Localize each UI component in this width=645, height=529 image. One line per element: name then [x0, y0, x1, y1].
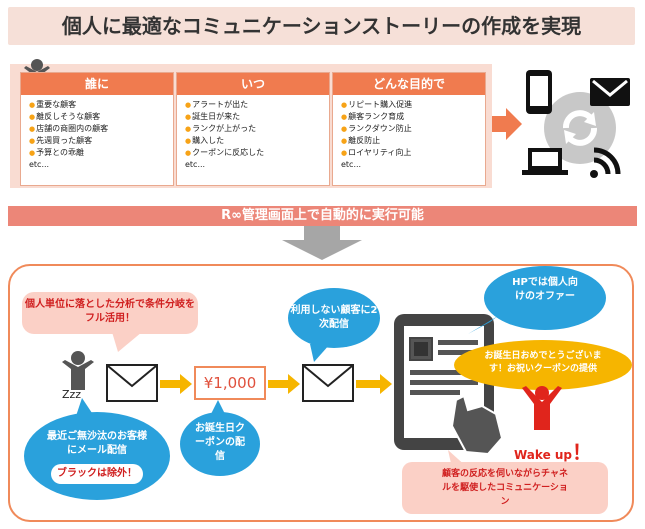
wakeup-exclaim: ！	[572, 440, 593, 464]
arrow-down-icon	[282, 226, 362, 260]
smartphone-icon	[526, 70, 552, 114]
list-item: クーポンに反応した	[185, 147, 329, 159]
etc-label: etc...	[29, 160, 50, 169]
column-when: いつ アラートが出た 誕生日が来た ランクが上がった 購入した クーポンに反応し…	[176, 72, 330, 186]
column-who: 誰に 重要な顧客 離反しそうな顧客 店舗の商圏内の顧客 先週買った顧客 予算との…	[20, 72, 174, 186]
arrow-right-icon	[268, 374, 300, 394]
email-text: 最近ご無沙汰のお客様にメール配信	[47, 431, 147, 456]
column-purpose-head: どんな目的で	[333, 73, 485, 95]
hp-bubble: HPでは個人向けのオファー	[484, 266, 606, 330]
waking-person-icon	[522, 386, 562, 430]
list-item: 離反しそうな顧客	[29, 111, 173, 123]
birthday-text: お誕生日おめでとうございます！お祝いクーポンの提供	[484, 351, 602, 374]
email-tail	[76, 398, 94, 416]
envelope-icon	[590, 78, 630, 106]
coupon-tail	[210, 400, 226, 416]
list-item: 顧客ランク育成	[341, 111, 485, 123]
zzz-label: Zzz	[62, 388, 82, 401]
analysis-tail	[112, 332, 142, 352]
list-item: 先週買った顧客	[29, 135, 173, 147]
column-who-head: 誰に	[21, 73, 173, 95]
envelope-icon	[106, 364, 158, 402]
wakeup-label: Wake up！	[514, 436, 592, 465]
banner: R∞管理画面上で自動的に実行可能	[8, 206, 637, 226]
channel-bubble: 顧客の反応を伺いながらチャネルを駆使したコミュニケーション	[402, 462, 608, 514]
list-item: ランクダウン防止	[341, 123, 485, 135]
coupon-text: お誕生日クーポンの配信	[195, 423, 245, 462]
list-item: 離反防止	[341, 135, 485, 147]
wifi-icon	[590, 147, 621, 178]
sync-circle	[544, 92, 616, 164]
list-item: 店舗の商圏内の顧客	[29, 123, 173, 135]
targeting-panel: 誰に 重要な顧客 離反しそうな顧客 店舗の商圏内の顧客 先週買った顧客 予算との…	[10, 59, 492, 188]
channel-text: 顧客の反応を伺いながらチャネルを駆使したコミュニケーション	[442, 469, 568, 507]
wakeup-text: Wake up	[514, 448, 573, 462]
birthday-bubble: お誕生日おめでとうございます！お祝いクーポンの提供	[454, 340, 632, 390]
etc-label: etc...	[341, 160, 362, 169]
secondary-bubble: 利用しない顧客に2次配信	[288, 288, 380, 348]
list-item: 重要な顧客	[29, 99, 173, 111]
secondary-text: 利用しない顧客に2次配信	[290, 305, 378, 330]
yen-coupon: ¥1,000	[194, 366, 266, 400]
secondary-tail	[310, 344, 330, 362]
list-item: 誕生日が来た	[185, 111, 329, 123]
analysis-bubble: 個人単位に落とした分析で条件分岐をフル活用！	[22, 292, 198, 334]
tablet-icon	[394, 314, 504, 456]
etc-label: etc...	[185, 160, 206, 169]
list-item: ロイヤリティ向上	[341, 147, 485, 159]
title-bar: 個人に最適なコミュニケーションストーリーの作成を実現	[8, 7, 635, 45]
laptop-icon	[522, 148, 568, 175]
hp-text: HPでは個人向けのオファー	[512, 277, 578, 302]
analysis-text: 個人単位に落とした分析で条件分岐をフル活用！	[25, 299, 195, 324]
coupon-bubble: お誕生日クーポンの配信	[180, 412, 260, 476]
hp-tail	[468, 316, 498, 334]
email-bubble: 最近ご無沙汰のお客様にメール配信 ブラックは除外！	[24, 412, 170, 500]
envelope-icon	[302, 364, 354, 402]
list-item: 購入した	[185, 135, 329, 147]
page-title: 個人に最適なコミュニケーションストーリーの作成を実現	[61, 14, 582, 38]
exclude-black-pill: ブラックは除外！	[51, 464, 143, 484]
sync-icon	[563, 110, 597, 146]
list-item: アラートが出た	[185, 99, 329, 111]
list-item: リピート購入促進	[341, 99, 485, 111]
channels-cluster	[522, 70, 630, 178]
column-purpose: どんな目的で リピート購入促進 顧客ランク育成 ランクダウン防止 離反防止 ロイ…	[332, 72, 486, 186]
sleeping-person-icon	[62, 351, 94, 390]
list-item: 予算との乖離	[29, 147, 173, 159]
list-item: ランクが上がった	[185, 123, 329, 135]
arrow-right-icon	[492, 108, 522, 140]
arrow-right-icon	[356, 374, 392, 394]
arrow-right-icon	[160, 374, 192, 394]
column-when-head: いつ	[177, 73, 329, 95]
